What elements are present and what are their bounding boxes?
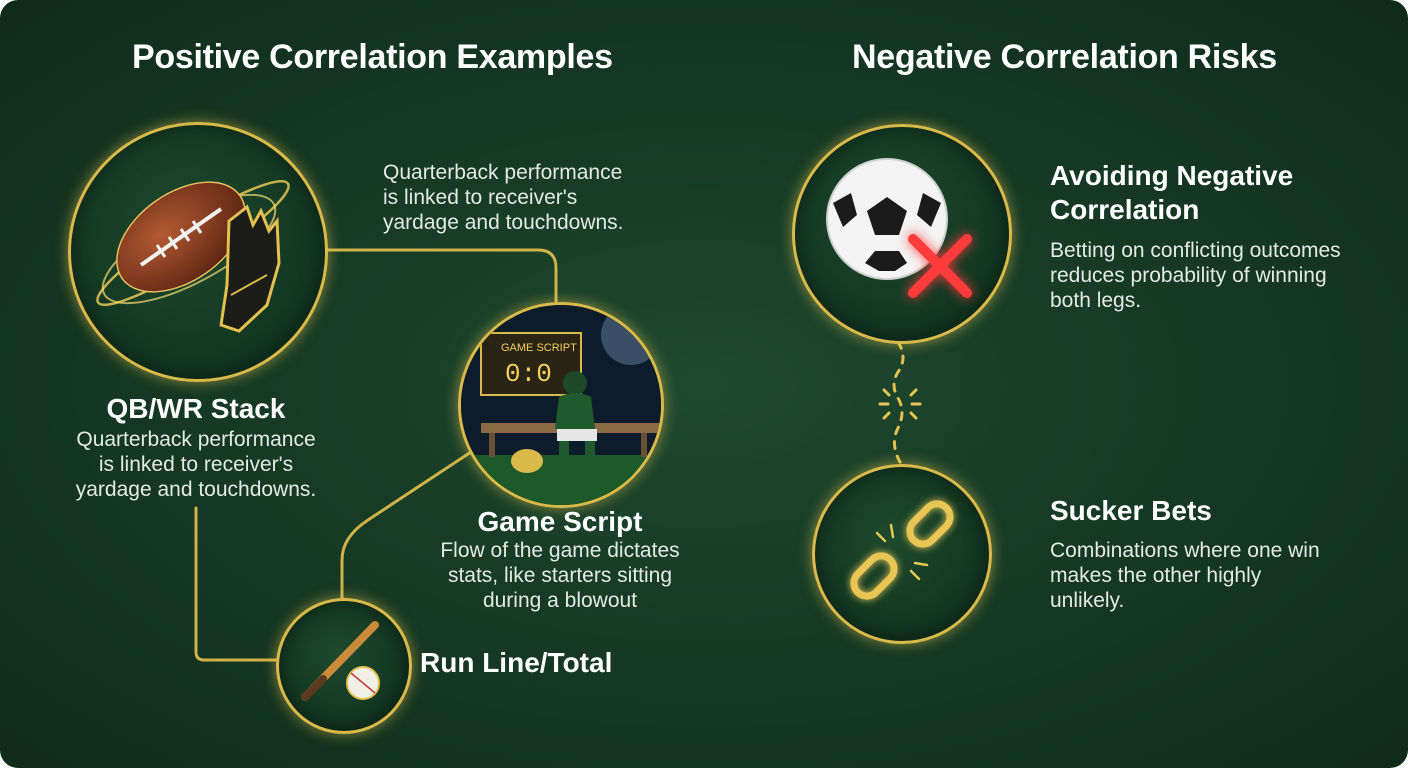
- sucker-bets-circle: [812, 464, 992, 644]
- svg-text:0:0: 0:0: [505, 359, 552, 389]
- game-script-circle: GAME SCRIPT 0:0: [458, 302, 664, 508]
- sucker-bets-description: Combinations where one win makes the oth…: [1050, 539, 1320, 612]
- sucker-bets-title: Sucker Bets: [1050, 495, 1212, 526]
- baseball-bat-icon: [301, 621, 380, 701]
- negative-section-title: Negative Correlation Risks: [852, 38, 1277, 76]
- scoreboard-bench-icon: GAME SCRIPT 0:0: [461, 305, 661, 505]
- dashed-connector-right: [892, 340, 905, 464]
- qb-wr-title: QB/WR Stack: [106, 393, 286, 424]
- game-script-description: Flow of the game dictates stats, like st…: [440, 539, 680, 612]
- avoiding-negative-circle: [792, 124, 1012, 344]
- qb-wr-description: Quarterback performance is linked to rec…: [75, 428, 317, 501]
- callout-text: Quarterback performance is linked to rec…: [383, 161, 624, 234]
- avoiding-negative-title: Avoiding Negative Correlation: [1050, 160, 1294, 225]
- broken-chain-icon: [850, 500, 954, 600]
- connector-qb-to-runline: [194, 506, 278, 662]
- connector-gamescript-to-runline: [340, 448, 476, 600]
- football-glove-icon: [96, 180, 290, 333]
- svg-text:GAME SCRIPT: GAME SCRIPT: [501, 342, 577, 354]
- run-line-circle: [276, 598, 412, 734]
- game-script-title: Game Script: [477, 506, 643, 537]
- spark-icon: [878, 388, 922, 420]
- qb-wr-circle: [68, 122, 328, 382]
- connector-qb-to-gamescript: [320, 248, 558, 304]
- soccer-ball-x-icon: [826, 158, 972, 298]
- positive-section-title: Positive Correlation Examples: [132, 38, 613, 76]
- avoiding-negative-description: Betting on conflicting outcomes reduces …: [1050, 239, 1341, 312]
- run-line-title: Run Line/Total: [420, 647, 613, 678]
